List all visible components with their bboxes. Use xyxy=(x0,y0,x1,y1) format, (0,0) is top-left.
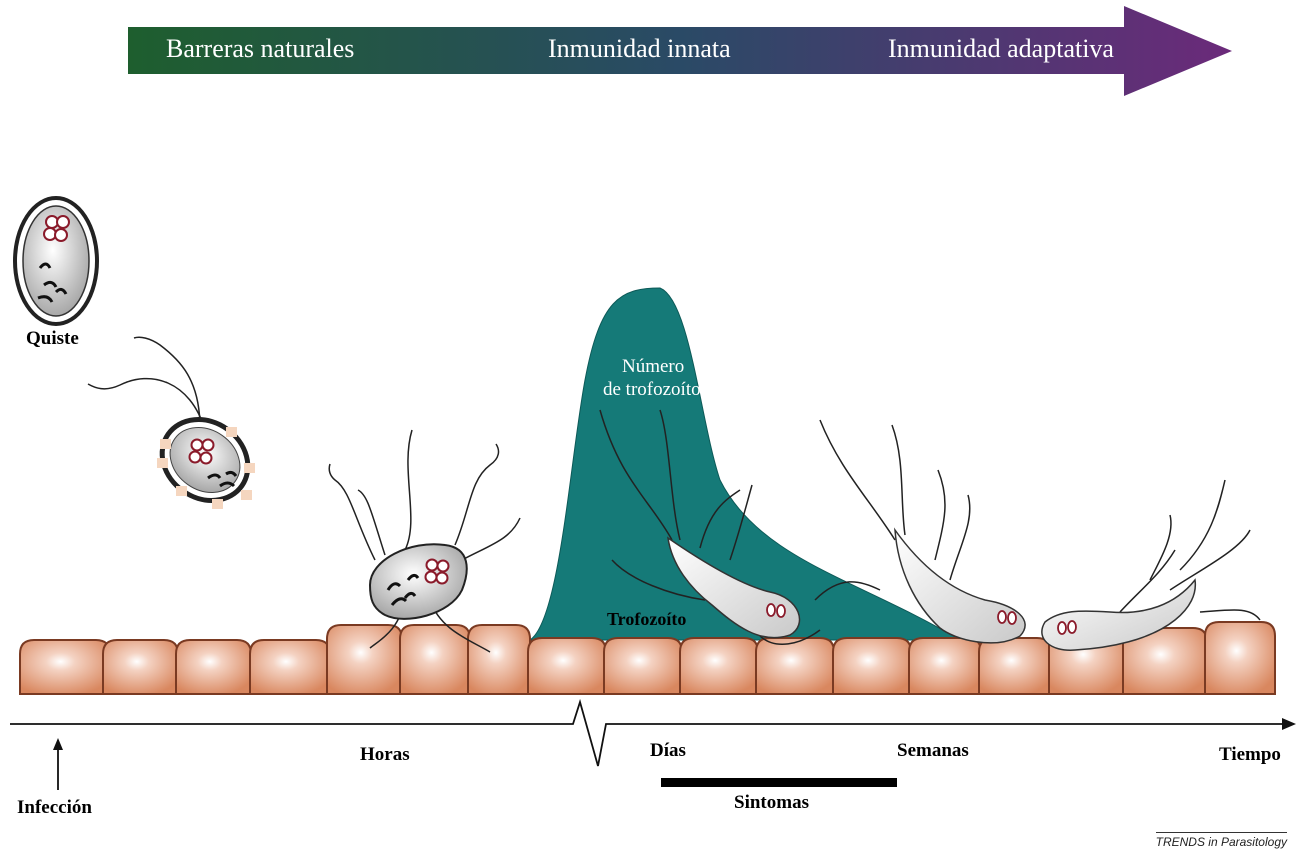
epithelial-cell xyxy=(756,638,834,694)
hours-label: Horas xyxy=(360,744,410,766)
epithelial-cell xyxy=(176,640,251,694)
attaching-parasite-icon xyxy=(329,430,520,652)
infection-label: Infección xyxy=(17,797,92,819)
epithelial-cell xyxy=(528,638,606,694)
epithelial-cell xyxy=(833,638,911,694)
symptoms-label: Sintomas xyxy=(734,792,809,814)
time-axis-arrowhead xyxy=(1282,718,1296,730)
source-credit: TRENDS in Parasitology xyxy=(1156,832,1287,849)
weeks-label: Semanas xyxy=(897,740,969,762)
epithelial-cell xyxy=(327,625,402,694)
curve-label-line1: Número xyxy=(622,356,684,378)
epithelial-cell xyxy=(680,638,758,694)
epithelial-cell xyxy=(909,638,981,694)
excysting-parasite-icon xyxy=(88,337,264,517)
epithelial-cell xyxy=(468,625,530,694)
curve-label-line2: de trofozoítos xyxy=(603,379,708,401)
epithelial-cell xyxy=(1205,622,1275,694)
cyst-icon xyxy=(15,198,97,324)
phase-label-natural-barriers: Barreras naturales xyxy=(166,34,354,64)
cyst-label: Quiste xyxy=(26,328,79,350)
time-axis xyxy=(10,702,1282,766)
epithelial-cell xyxy=(604,638,682,694)
epithelial-cell xyxy=(979,638,1051,694)
infection-arrowhead xyxy=(53,738,63,750)
symptoms-bar xyxy=(661,778,897,787)
phase-label-adaptive-immunity: Inmunidad adaptativa xyxy=(888,34,1114,64)
days-label: Días xyxy=(650,740,686,762)
epithelial-cell xyxy=(103,640,178,694)
time-label: Tiempo xyxy=(1219,744,1281,766)
epithelial-cell xyxy=(250,640,330,694)
trophozoite-label: Trofozoíto xyxy=(607,609,686,630)
epithelial-cell xyxy=(20,640,110,694)
phase-label-innate-immunity: Inmunidad innata xyxy=(548,34,731,64)
